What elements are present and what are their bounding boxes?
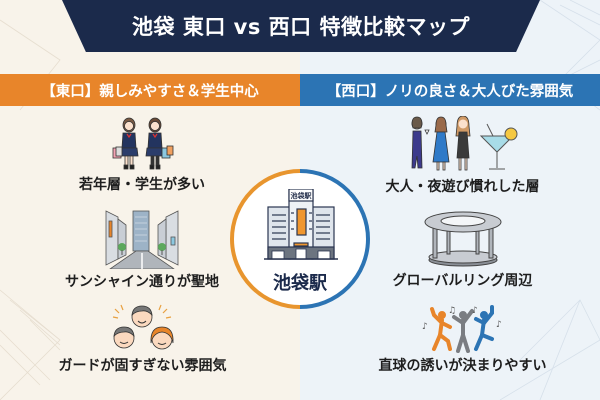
station-sign: 池袋駅	[291, 191, 313, 200]
east-item-1: 若年層・学生が多い	[62, 116, 222, 194]
east-item-2: サンシャイン通りが聖地	[62, 207, 222, 291]
smiling-faces-icon	[112, 304, 173, 350]
east-item-3-label: ガードが固すぎない雰囲気	[58, 358, 227, 374]
west-heading-band: 【西口】ノリの良さ＆大人びた雰囲気	[300, 74, 600, 106]
dancing-people-icon: ♪ ♫ ♪ ♪	[422, 305, 502, 353]
west-item-1-label: 大人・夜遊び慣れした層	[385, 179, 540, 195]
west-item-2: グローバルリング周辺	[375, 210, 550, 290]
east-item-2-label: サンシャイン通りが聖地	[65, 274, 219, 290]
title-banner: 池袋 東口 vs 西口 特徴比較マップ	[62, 0, 540, 52]
svg-text:♫: ♫	[448, 306, 456, 316]
page-title: 池袋 東口 vs 西口 特徴比較マップ	[132, 15, 470, 39]
svg-text:♪: ♪	[422, 322, 428, 332]
west-item-3: ♪ ♫ ♪ ♪ 直球の誘いが決まりやすい	[365, 305, 560, 375]
women-cocktail-icon	[411, 116, 517, 171]
city-street-icon	[104, 207, 180, 269]
west-item-3-label: 直球の誘いが決まりやすい	[378, 358, 547, 374]
svg-text:♪: ♪	[472, 306, 478, 316]
station-label: 池袋駅	[273, 273, 327, 294]
west-item-2-label: グローバルリング周辺	[392, 273, 533, 289]
west-item-1: 大人・夜遊び慣れした層	[375, 116, 550, 196]
east-heading: 【東口】親しみやすさ＆学生中心	[41, 83, 259, 100]
svg-text:♪: ♪	[496, 320, 502, 330]
global-ring-icon	[424, 211, 501, 267]
station-building-icon: 池袋駅	[264, 189, 338, 260]
east-item-1-label: 若年層・学生が多い	[79, 177, 205, 193]
schoolgirls-shopping-icon	[112, 117, 174, 170]
east-heading-band: 【東口】親しみやすさ＆学生中心	[0, 74, 300, 106]
center-station-circle: 池袋駅 池袋駅	[228, 167, 372, 311]
east-item-3: ガードが固すぎない雰囲気	[50, 303, 235, 375]
west-heading: 【西口】ノリの良さ＆大人びた雰囲気	[326, 83, 574, 100]
